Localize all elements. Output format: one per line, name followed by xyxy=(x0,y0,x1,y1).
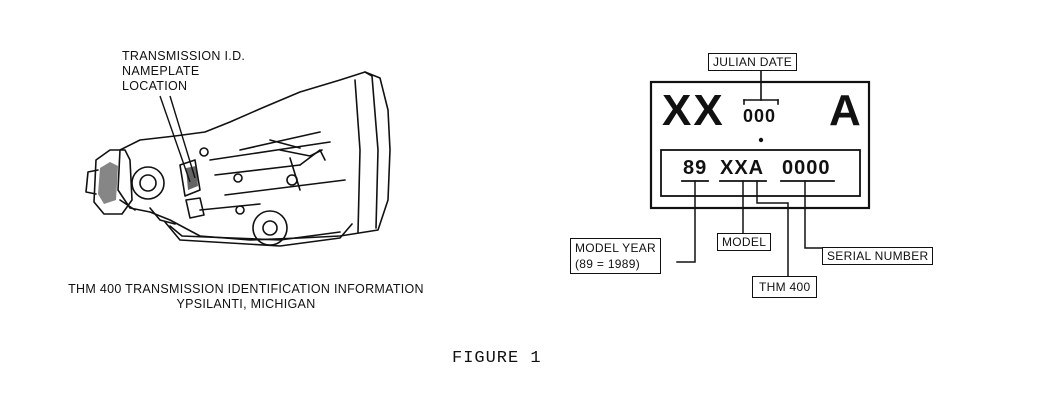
julian-date-label: JULIAN DATE xyxy=(708,53,798,71)
nameplate-location-callout: TRANSMISSION I.D. NAMEPLATE LOCATION xyxy=(122,49,245,94)
plate-year-code: 89 xyxy=(683,157,708,179)
callout-line-3: LOCATION xyxy=(122,79,188,93)
model-year-label: MODEL YEAR (89 = 1989) xyxy=(570,238,662,274)
caption-line-1: THM 400 TRANSMISSION IDENTIFICATION INFO… xyxy=(68,282,424,296)
figure-caption: FIGURE 1 xyxy=(452,349,542,368)
plate-serial-code: 0000 xyxy=(782,157,831,179)
plate-top-left-code: XX xyxy=(662,86,725,135)
model-year-line-2: (89 = 1989) xyxy=(575,257,641,271)
plate-model-code: XXA xyxy=(720,157,765,179)
caption-line-2: YPSILANTI, MICHIGAN xyxy=(176,297,316,311)
callout-line-2: NAMEPLATE xyxy=(122,64,200,78)
model-label: MODEL xyxy=(717,233,772,251)
left-caption: THM 400 TRANSMISSION IDENTIFICATION INFO… xyxy=(40,282,452,312)
plate-julian-code: 000 xyxy=(743,106,777,126)
callout-line-1: TRANSMISSION I.D. xyxy=(122,49,246,63)
plate-top-right-code: A xyxy=(829,86,861,135)
thm400-label: THM 400 xyxy=(752,276,818,298)
serial-number-label: SERIAL NUMBER xyxy=(822,247,934,265)
model-year-line-1: MODEL YEAR xyxy=(575,241,657,255)
